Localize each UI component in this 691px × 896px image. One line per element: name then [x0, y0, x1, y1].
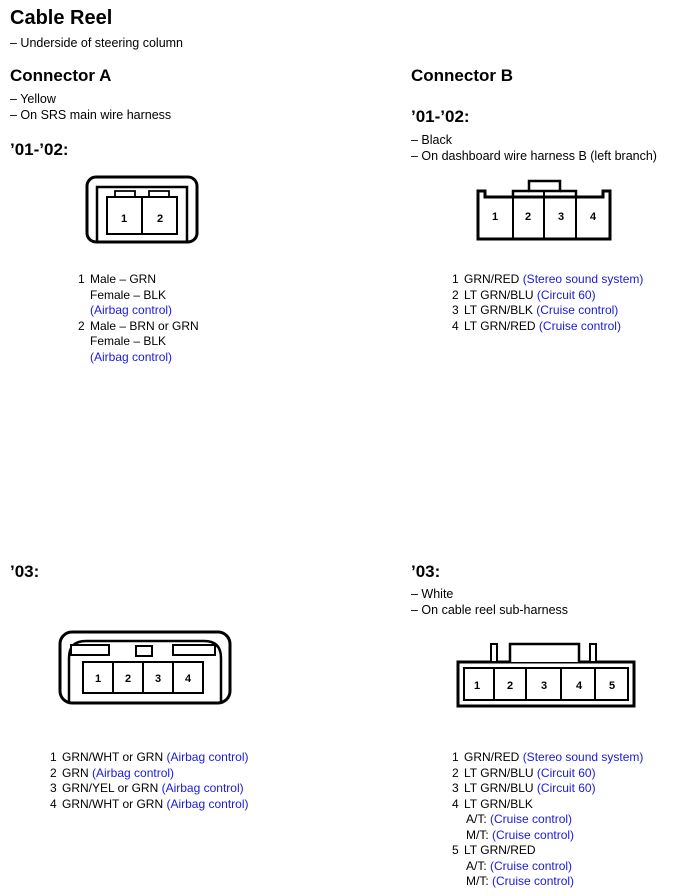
connector-b-0102-pin-label: 3	[558, 211, 564, 223]
connector-a-note-color: – Yellow	[10, 92, 56, 106]
connector-a-note-harness: – On SRS main wire harness	[10, 108, 172, 122]
pin-number: 4	[50, 796, 57, 811]
connector-b-0102-pin-list: 1 GRN/RED (Stereo sound system) 2 LT GRN/B…	[452, 272, 643, 334]
pin-text: GRN	[62, 765, 89, 780]
pin-note: (Cruise control)	[490, 858, 573, 873]
pin-note: (Airbag control)	[92, 765, 175, 780]
pin-number: 3	[452, 781, 459, 795]
connector-b-03-pin-label: 1	[474, 680, 480, 692]
connector-a-year-0102: ’01-’02:	[10, 140, 69, 159]
pin-text: LT GRN/BLK	[464, 303, 533, 317]
connector-b-03-pin-label: 5	[609, 680, 615, 692]
pin-number: 2	[452, 287, 459, 302]
connector-b-03-pin-label: 3	[541, 680, 547, 692]
connector-b-03-diagram: 1 2 3 4 5	[456, 642, 636, 708]
pin-sub-label: M/T:	[466, 827, 489, 842]
connector-a-0102-pin-label: 1	[121, 213, 127, 225]
pin-text: Female – BLK	[90, 287, 167, 302]
connector-b-year-03: ’03:	[411, 562, 441, 581]
pin-note: (Airbag control)	[161, 781, 244, 795]
pin-note: (Circuit 60)	[536, 287, 596, 302]
connector-a-03-pin-label: 1	[95, 673, 101, 685]
pin-number: 5	[452, 843, 459, 857]
connector-a-year-03: ’03:	[10, 562, 40, 581]
pin-number: 1	[50, 750, 57, 764]
connector-b-03-pin-list: 1 GRN/RED (Stereo sound system) 2 LT GRN/B…	[452, 750, 643, 890]
page-subtitle: – Underside of steering column	[10, 36, 184, 50]
pin-text: GRN/RED	[464, 272, 520, 286]
connector-b-03-pin-label: 4	[576, 680, 583, 692]
connector-b-note-harness: – On dashboard wire harness B (left bran…	[411, 149, 657, 163]
pin-text: GRN/WHT or GRN	[62, 796, 164, 811]
pin-number: 4	[452, 796, 459, 811]
pin-sub-label: M/T:	[466, 874, 489, 888]
connector-b-03-note-harness: – On cable reel sub-harness	[411, 603, 569, 617]
pin-sub-label: A/T:	[466, 812, 487, 826]
connector-b-year-0102: ’01-’02:	[411, 107, 470, 126]
pin-text: GRN/WHT or GRN	[62, 750, 164, 764]
pin-number: 4	[452, 318, 459, 333]
pin-note: (Airbag control)	[90, 349, 173, 364]
pin-text: LT GRN/RED	[464, 843, 536, 857]
pin-note: (Circuit 60)	[536, 781, 596, 795]
pin-text: LT GRN/BLU	[464, 781, 534, 795]
connector-a-0102-pin-list: 1 Male – GRN Female – BLK (Airbag control…	[78, 272, 199, 365]
connector-b-heading: Connector B	[411, 66, 513, 85]
pin-text: LT GRN/BLK	[464, 796, 533, 811]
connector-b-0102-pin-label: 2	[525, 211, 531, 223]
pin-note: (Cruise control)	[538, 318, 621, 333]
pin-number: 1	[452, 272, 459, 286]
pin-note: (Stereo sound system)	[522, 750, 644, 764]
pin-number: 2	[78, 318, 85, 333]
connector-a-heading: Connector A	[10, 66, 112, 85]
pin-number: 3	[452, 303, 459, 317]
pin-note: (Airbag control)	[166, 796, 249, 811]
connector-b-0102-diagram: 1 2 3 4	[476, 179, 612, 241]
pin-note: (Circuit 60)	[536, 765, 596, 780]
pin-sub-label: A/T:	[466, 858, 487, 873]
pin-note: (Airbag control)	[166, 750, 249, 764]
connector-a-03-pin-label: 2	[125, 673, 131, 685]
pin-number: 1	[78, 272, 85, 286]
connector-b-note-color: – Black	[411, 133, 452, 147]
connector-b-0102-pin-label: 1	[492, 211, 498, 223]
connector-b-03-pin-label: 2	[507, 680, 513, 692]
pin-number: 1	[452, 750, 459, 764]
connector-b-0102-pin-label: 4	[590, 211, 597, 223]
pin-number: 3	[50, 781, 57, 795]
connector-a-03-diagram: 1 2 3 4	[58, 630, 232, 705]
pin-text: LT GRN/BLU	[464, 287, 534, 302]
pin-text: LT GRN/RED	[464, 318, 536, 333]
connector-a-0102-pin-label: 2	[157, 213, 163, 225]
pin-number: 2	[50, 765, 57, 780]
connector-b-03-note-color: – White	[411, 587, 454, 601]
pin-note: (Cruise control)	[492, 874, 575, 888]
pin-text: Male – GRN	[90, 272, 157, 286]
pin-note: (Cruise control)	[492, 827, 575, 842]
pin-text: GRN/YEL or GRN	[62, 781, 159, 795]
pin-note: (Cruise control)	[490, 812, 573, 826]
page-title: Cable Reel	[10, 7, 113, 29]
pin-text: Female – BLK	[90, 334, 167, 348]
connector-a-0102-diagram: 1 2	[85, 175, 199, 244]
pin-note: (Airbag control)	[90, 303, 173, 317]
pin-note: (Stereo sound system)	[522, 272, 644, 286]
pin-note: (Cruise control)	[536, 303, 619, 317]
pin-number: 2	[452, 765, 459, 780]
connector-a-03-pin-label: 4	[185, 673, 192, 685]
pin-text: Male – BRN or GRN	[90, 318, 199, 333]
pin-text: LT GRN/BLU	[464, 765, 534, 780]
pin-text: GRN/RED	[464, 750, 520, 764]
connector-a-03-pin-label: 3	[155, 673, 161, 685]
